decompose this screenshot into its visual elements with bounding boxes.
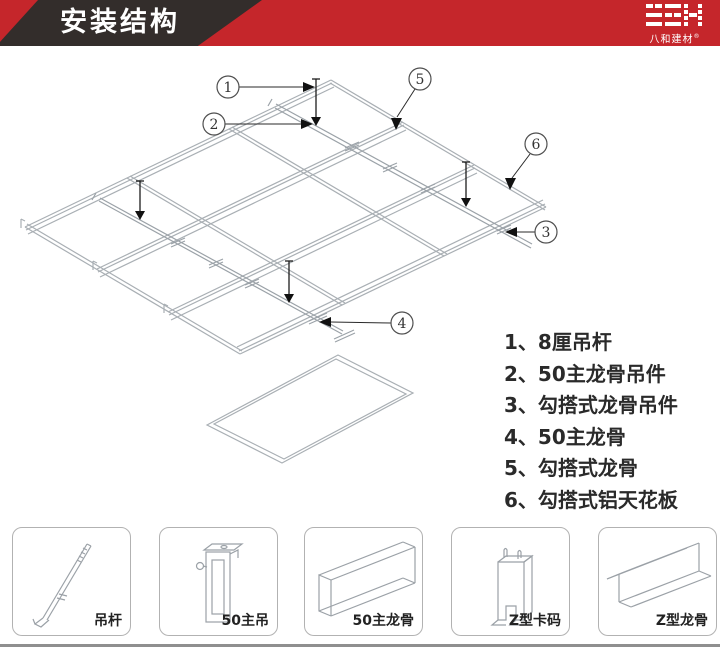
callout-2-num: 2 xyxy=(210,117,219,133)
detached-panel xyxy=(205,354,415,464)
callout-5-num: 5 xyxy=(416,72,425,88)
z-clip-icon xyxy=(490,547,534,626)
callout-3-num: 3 xyxy=(542,225,551,241)
hanging-rods xyxy=(136,78,470,300)
ceiling-grid xyxy=(20,79,547,355)
callout-6-num: 6 xyxy=(532,137,541,153)
component-label: 50主龙骨 xyxy=(352,613,414,629)
component-label: 吊杆 xyxy=(94,613,122,629)
component-box-main-keel: 50主龙骨 xyxy=(304,527,423,636)
page-title: 安装结构 xyxy=(60,7,180,38)
component-box-z-clip: Z型卡码 xyxy=(451,527,570,636)
rod-hanger-clips xyxy=(135,117,471,303)
callout-3: 3 xyxy=(534,220,558,244)
callouts: 1 2 5 6 3 4 xyxy=(202,67,558,335)
callout-4-num: 4 xyxy=(398,316,407,332)
hanging-rod-icon xyxy=(32,543,92,628)
main-hanger-icon xyxy=(195,543,244,623)
legend-item-2: 2、50主龙骨吊件 xyxy=(504,361,666,386)
component-box-main-hanger: 50主吊 xyxy=(159,527,278,636)
header-bar: 安装结构 八和建材® xyxy=(0,0,720,46)
main-keels xyxy=(91,98,533,343)
brand-logo-icon xyxy=(646,4,702,26)
component-box-hanging-rod: 吊杆 xyxy=(12,527,131,636)
callout-4: 4 xyxy=(390,311,414,335)
brand-name: 八和建材® xyxy=(640,31,710,46)
callout-5: 5 xyxy=(408,67,432,91)
legend-item-5: 5、勾搭式龙骨 xyxy=(504,456,638,480)
callout-leaders xyxy=(225,86,535,324)
brand-name-text: 八和建材 xyxy=(649,34,694,46)
legend-item-1: 1、8厘吊杆 xyxy=(504,330,612,354)
callout-1-num: 1 xyxy=(224,80,233,96)
bottom-divider xyxy=(0,644,720,647)
legend-item-4: 4、50主龙骨 xyxy=(504,424,626,449)
callout-1: 1 xyxy=(216,75,240,99)
component-box-z-keel: Z型龙骨 xyxy=(598,527,717,636)
legend-list: 1、8厘吊杆 2、50主龙骨吊件 3、勾搭式龙骨吊件 4、50主龙骨 5、勾搭式… xyxy=(504,327,678,516)
z-keel-icon xyxy=(606,542,712,608)
component-label: Z型卡码 xyxy=(508,613,561,629)
brand-logo: 八和建材® xyxy=(640,4,710,46)
callout-2: 2 xyxy=(202,112,226,136)
legend-item-3: 3、勾搭式龙骨吊件 xyxy=(504,393,678,417)
callout-arrowheads xyxy=(301,82,517,327)
keel-clip-ticks xyxy=(170,141,512,325)
main-keel-icon xyxy=(318,541,416,617)
component-label: 50主吊 xyxy=(221,613,269,629)
registered-mark: ® xyxy=(693,33,701,40)
callout-6: 6 xyxy=(524,132,548,156)
legend-item-6: 6、勾搭式铝天花板 xyxy=(504,487,678,512)
component-label: Z型龙骨 xyxy=(655,613,708,629)
